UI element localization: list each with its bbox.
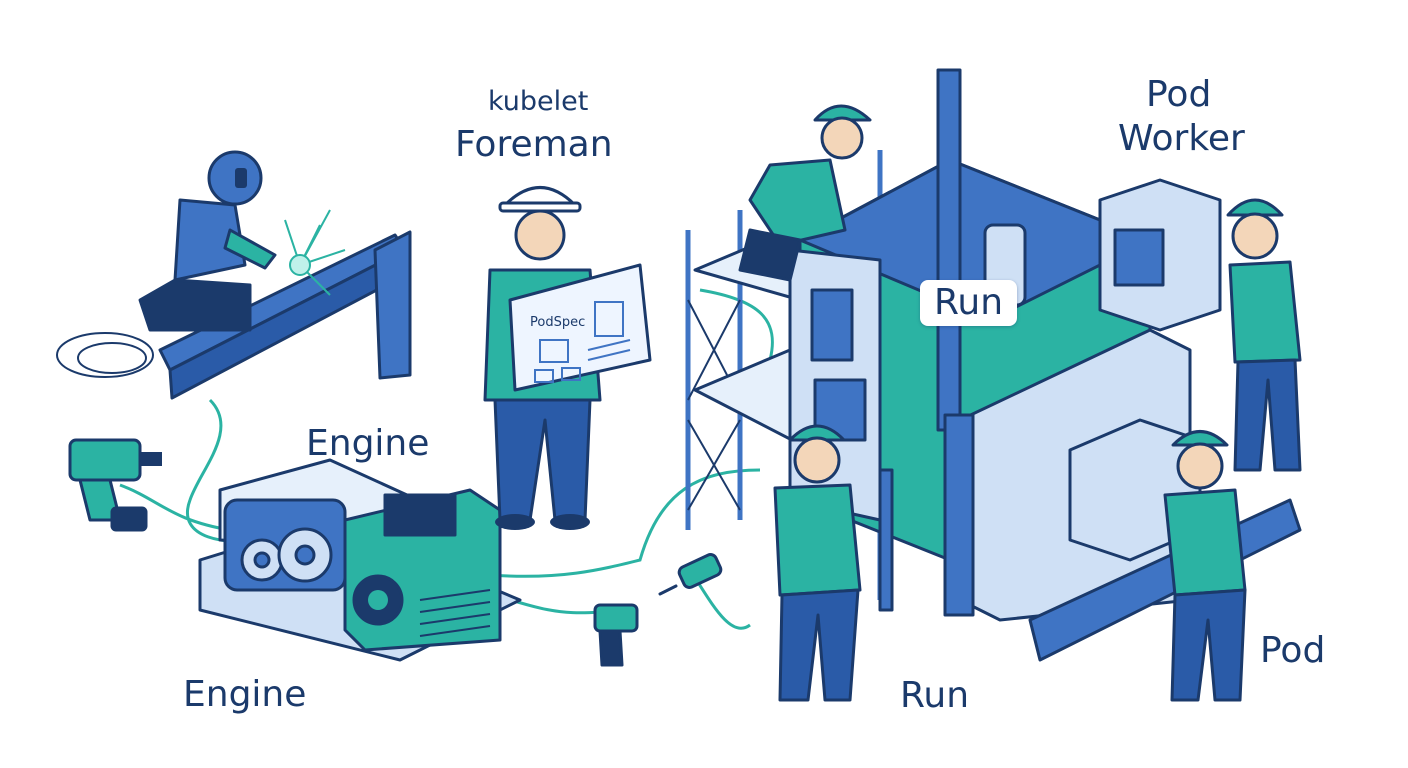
foreman-figure xyxy=(483,186,652,530)
run-label-box: Run xyxy=(920,280,1018,326)
pod-label-top: Pod xyxy=(1146,74,1212,115)
pod-worker-figure xyxy=(1098,178,1302,472)
screwdriver-icon xyxy=(658,553,723,596)
podspec-blueprint xyxy=(508,263,652,392)
engine-label-bottom: Engine xyxy=(183,674,307,715)
spark-icon xyxy=(284,209,346,296)
gear-icon xyxy=(240,527,333,583)
steel-column xyxy=(936,68,962,432)
welder-body xyxy=(173,198,247,282)
welder-scene xyxy=(56,150,412,400)
power-drill-icon xyxy=(68,438,162,532)
scaffold-worker xyxy=(738,104,872,282)
kubelet-label: kubelet xyxy=(488,86,589,117)
pod-label-bottom: Pod xyxy=(1260,630,1326,671)
worker-label: Worker xyxy=(1118,118,1245,159)
hard-hat-icon xyxy=(1171,430,1229,447)
cable-coil xyxy=(56,332,154,378)
hard-hat-icon xyxy=(1226,198,1284,217)
drill-icon xyxy=(593,603,639,667)
hard-hat-icon xyxy=(788,424,846,442)
podspec-label: PodSpec xyxy=(530,315,585,330)
foreman-label: Foreman xyxy=(455,124,613,165)
run-worker-figure xyxy=(773,424,894,702)
engine-machine xyxy=(198,458,522,662)
engine-label-top: Engine xyxy=(306,423,430,464)
run-label-bottom: Run xyxy=(900,675,970,716)
hard-hat-icon xyxy=(813,104,872,122)
module-carrier-worker xyxy=(1028,418,1302,702)
